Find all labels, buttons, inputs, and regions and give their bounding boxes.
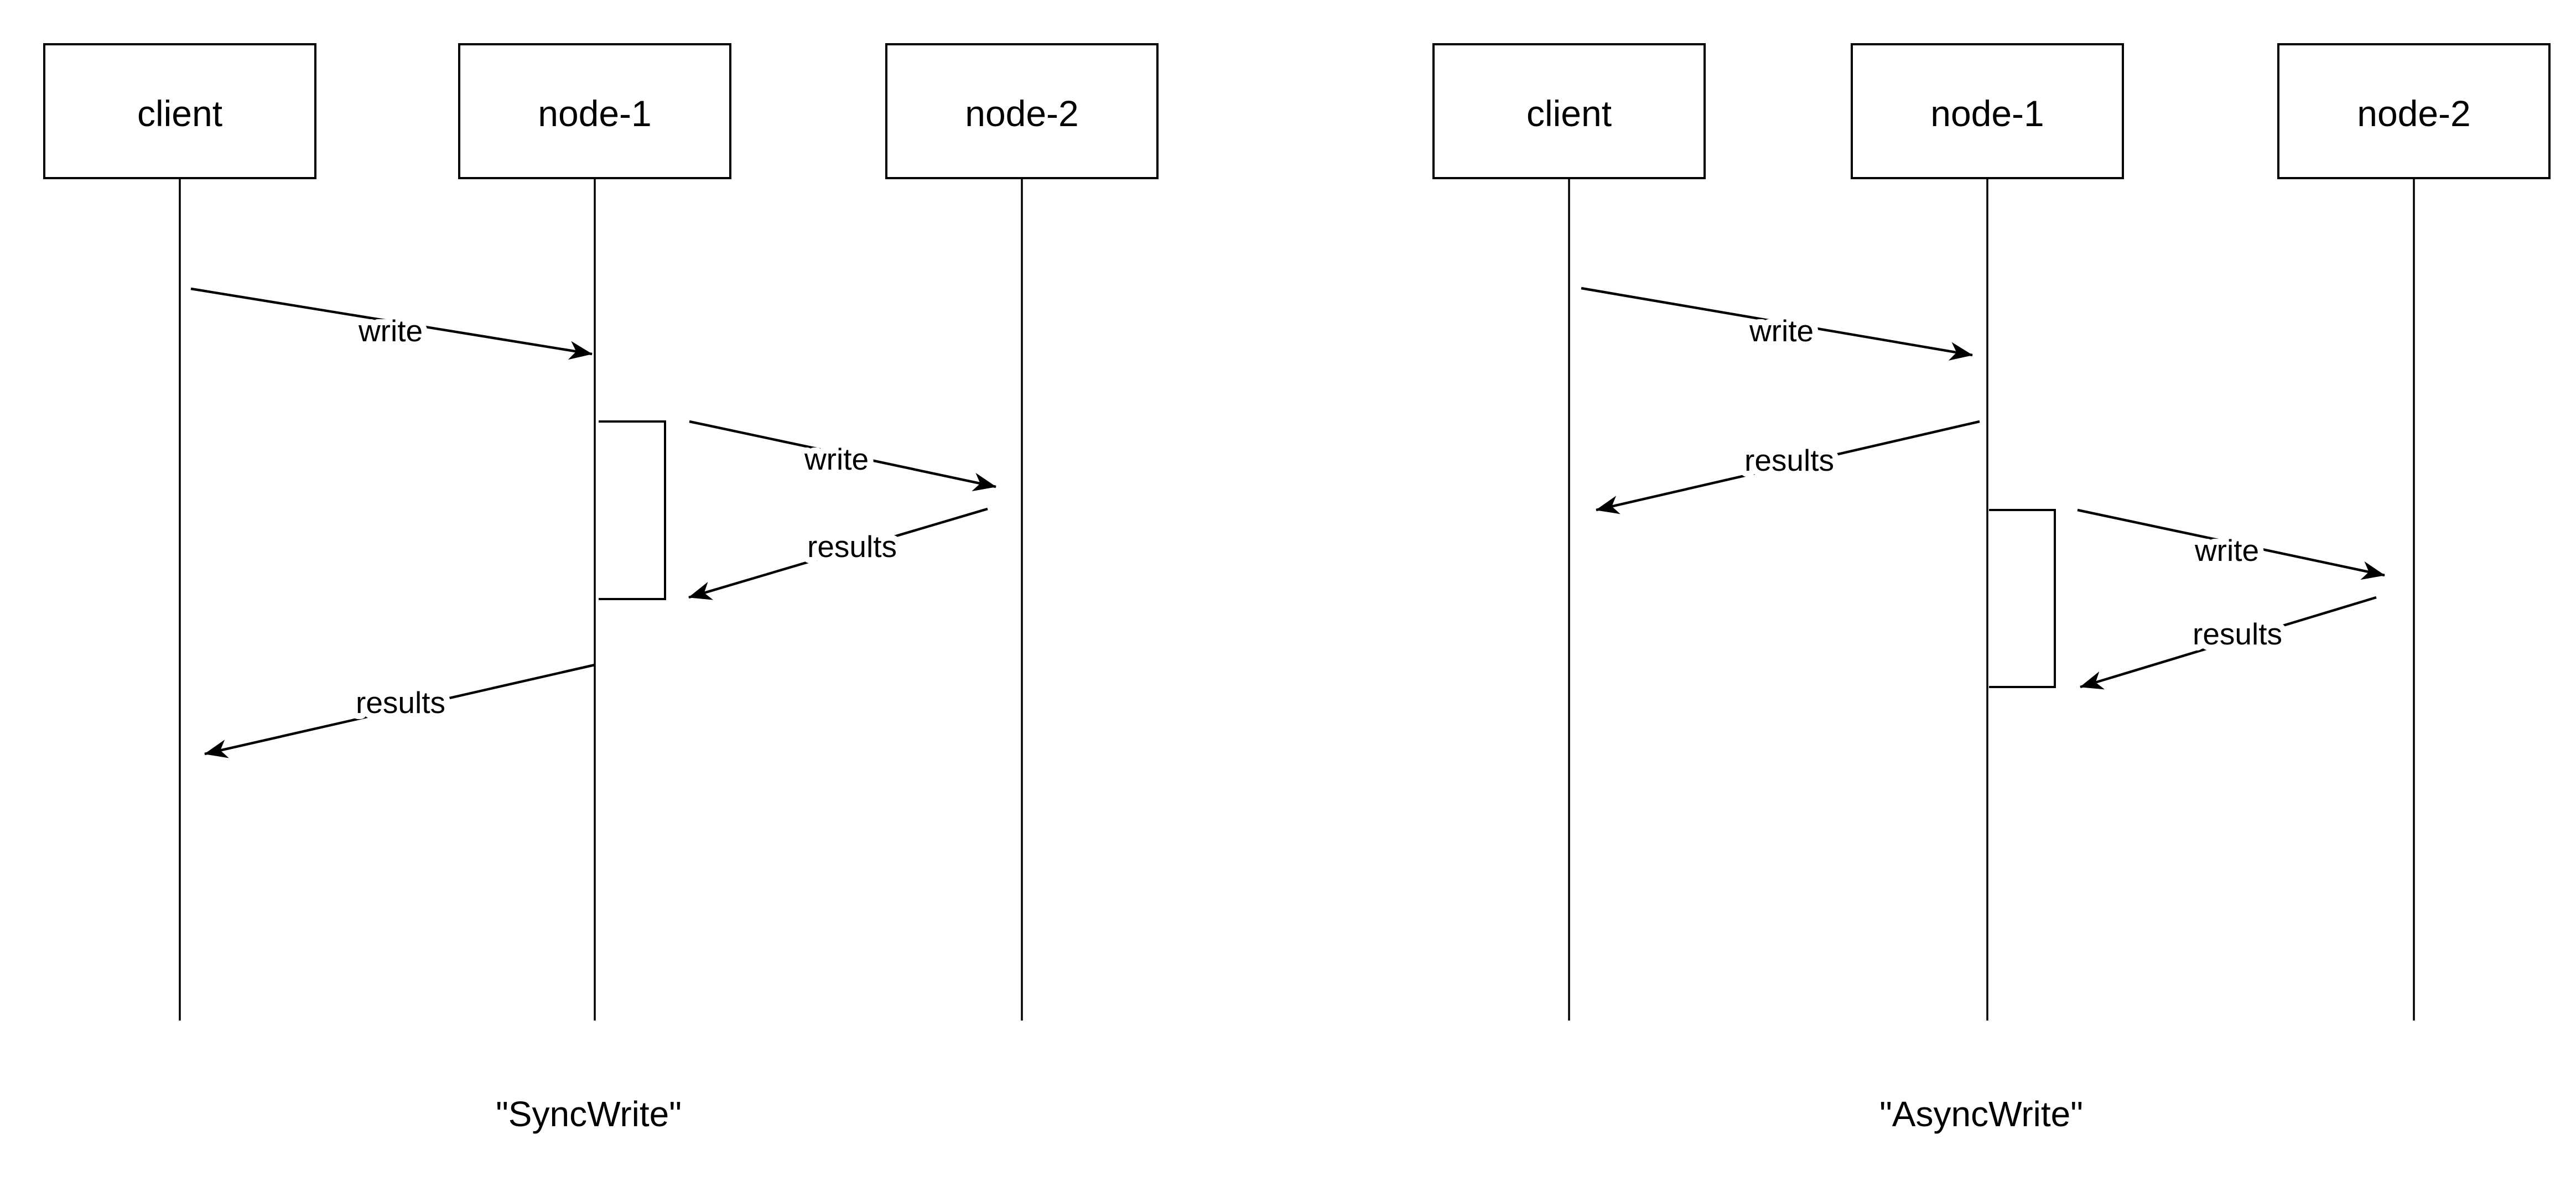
message-label: write <box>1749 314 1814 348</box>
diagram-caption: "AsyncWrite" <box>1879 1094 2083 1134</box>
message-arrow-results <box>204 663 595 758</box>
actor-label: node-1 <box>1930 93 2044 134</box>
message-label: write <box>358 314 423 348</box>
actor-label: client <box>137 93 222 134</box>
actor-box <box>885 43 1159 179</box>
message-arrow-write <box>190 287 593 360</box>
message-arrow-write <box>1581 287 1973 361</box>
actor-box <box>458 43 731 179</box>
message-label: results <box>1744 443 1834 477</box>
message-arrow-results <box>2080 596 2377 690</box>
message-label: results <box>356 685 445 720</box>
actor-label: node-1 <box>538 93 652 134</box>
actor-box <box>1432 43 1706 179</box>
actor-box <box>2277 43 2551 179</box>
message-label: write <box>804 442 869 476</box>
message-label: results <box>2193 617 2282 651</box>
message-arrow-write <box>2077 508 2385 580</box>
actor-box <box>1851 43 2124 179</box>
actor-label: node-2 <box>2357 93 2471 134</box>
diagram-sync-write: client node-1 node-2 write write results resul… <box>43 43 1159 1134</box>
message-arrow-results <box>1596 420 1980 514</box>
message-label: results <box>807 529 897 564</box>
activation-bracket <box>1989 509 2056 688</box>
diagram-caption: "SyncWrite" <box>496 1094 682 1134</box>
message-arrow-write <box>689 420 996 492</box>
actor-box <box>43 43 316 179</box>
actor-label: node-2 <box>965 93 1079 134</box>
activation-bracket <box>599 420 666 600</box>
actor-label: client <box>1526 93 1612 134</box>
message-arrow-results <box>688 507 988 600</box>
message-label: write <box>2194 533 2259 568</box>
diagram-async-write: client node-1 node-2 write results write resul… <box>1432 43 2551 1134</box>
